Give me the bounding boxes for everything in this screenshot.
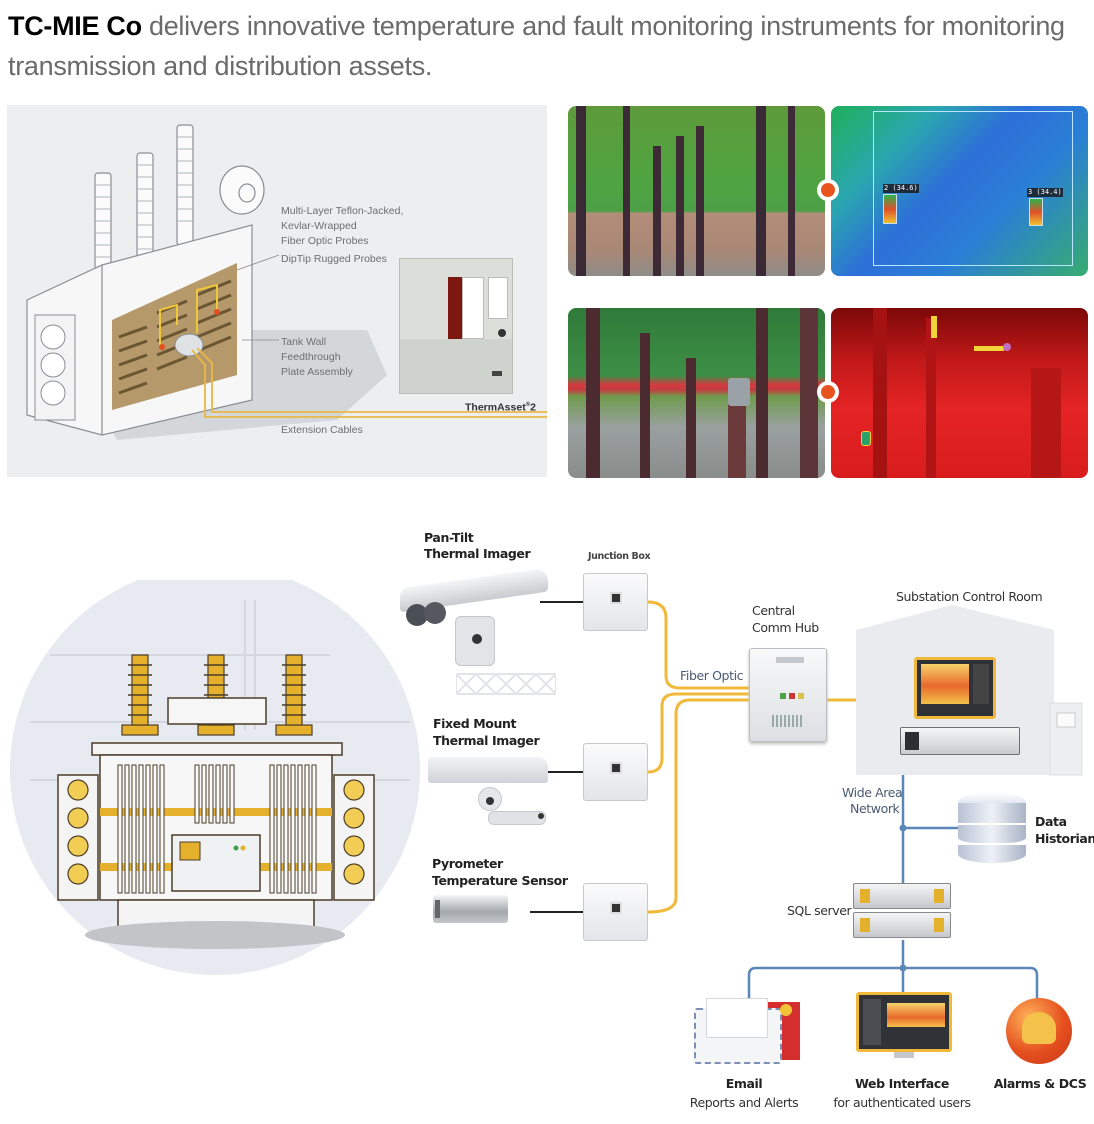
- junction-box-2: [583, 743, 648, 801]
- thermal-image-bottom: [831, 308, 1088, 478]
- junction-box-1: [583, 573, 648, 631]
- output-email-title: Email: [725, 1076, 763, 1091]
- label-sql-server: SQL server: [787, 903, 852, 918]
- label-historian-1: Data: [1035, 814, 1067, 829]
- label-fixed-mount-1: Fixed Mount: [433, 716, 517, 731]
- junction-box-3: [583, 883, 648, 941]
- conservator: [167, 697, 267, 725]
- fixed-mount-camera: [428, 755, 553, 830]
- label-pyrometer-2: Temperature Sensor: [432, 873, 568, 888]
- label-pan-tilt-1: Pan-Tilt: [424, 530, 474, 545]
- comparison-marker-bottom: [817, 381, 839, 403]
- sql-server-rack: [853, 883, 951, 939]
- comparison-marker-top: [817, 179, 839, 201]
- callout-probes-2: Kevlar-Wrapped: [281, 220, 357, 232]
- hotspot-2: [883, 194, 897, 224]
- transformer-cutaway-panel: Multi-Layer Teflon-Jacked, Kevlar-Wrappe…: [7, 105, 547, 477]
- callout-tank-2: Feedthrough: [281, 351, 341, 363]
- alarm-bell-icon: [1006, 998, 1072, 1064]
- fiber-cable-pantilt: [646, 600, 750, 690]
- label-wan-2: Network: [850, 801, 900, 816]
- device-name-text: ThermAsset: [465, 401, 526, 414]
- brand-name: TC-MIE Co: [8, 11, 142, 41]
- feedthrough-plate: [174, 333, 204, 357]
- callout-probes-1: Multi-Layer Teflon-Jacked,: [281, 205, 404, 217]
- device-reg-mark: ®: [525, 402, 531, 408]
- serial-port: [492, 371, 502, 376]
- gravel-base: [85, 921, 345, 949]
- pyrometer-sensor: [433, 895, 513, 925]
- thermal-image-top: 2 (34.6) 3 (34.4): [831, 106, 1088, 276]
- conservator-tank: [219, 165, 265, 215]
- lattice-mount: [456, 672, 556, 696]
- cutaway-illustration: [26, 124, 547, 440]
- probe-tip: [214, 309, 220, 315]
- label-control-room: Substation Control Room: [896, 589, 1043, 604]
- label-comm-hub-1: Central: [752, 603, 795, 618]
- label-pan-tilt-2: Thermal Imager: [424, 546, 531, 561]
- callout-tank-1: Tank Wall: [281, 336, 327, 348]
- central-comm-hub: [749, 648, 827, 742]
- label-junction-box: Junction Box: [588, 551, 651, 562]
- radiator-fans: [34, 314, 76, 421]
- fiber-cable-fixed: [646, 692, 750, 774]
- thermal-tag-2: 2 (34.6): [883, 184, 919, 193]
- output-web-subtitle: for authenticated users: [833, 1095, 971, 1110]
- workstation-monitor: [914, 657, 996, 719]
- data-historian-db: [958, 792, 1026, 866]
- substation-photo-top: [568, 106, 825, 276]
- callout-tank-3: Plate Assembly: [281, 366, 353, 378]
- label-pyrometer-1: Pyrometer: [432, 856, 503, 871]
- network-node: [899, 964, 907, 972]
- cabinet-meter: [179, 841, 201, 861]
- relay-panel: [488, 277, 508, 319]
- output-email-subtitle: Reports and Alerts: [689, 1095, 799, 1110]
- fiber-cable-pyrometer: [646, 698, 750, 914]
- thermasset-device: [399, 258, 513, 394]
- label-fixed-mount-2: Thermal Imager: [433, 733, 540, 748]
- substation-photo-bottom: [568, 308, 825, 478]
- hotspot-3: [1029, 198, 1043, 226]
- transformer-illustration: [10, 580, 420, 975]
- hotspot-clamp: [931, 316, 937, 338]
- network-lines: [747, 755, 1039, 998]
- headline: TC-MIE Co delivers innovative temperatur…: [8, 6, 1094, 86]
- connector-port: [498, 329, 506, 337]
- channel-values: [462, 277, 484, 339]
- output-alarms-title: Alarms & DCS: [993, 1076, 1087, 1091]
- probe-tip: [159, 344, 165, 350]
- label-wan-1: Wide Area: [842, 785, 903, 800]
- device-name-suffix: 2: [530, 401, 536, 414]
- output-web-title: Web Interface: [855, 1076, 949, 1091]
- bushings: [94, 124, 194, 294]
- transformer-body: [57, 654, 375, 929]
- email-icon: [694, 992, 804, 1064]
- callout-probes-3: Fiber Optic Probes: [281, 235, 369, 247]
- pan-tilt-camera: [400, 566, 550, 676]
- tagline: delivers innovative temperature and faul…: [8, 11, 1065, 81]
- thermal-tag-3: 3 (34.4): [1027, 188, 1063, 197]
- web-interface-icon: [856, 992, 952, 1060]
- hotspot-cool: [861, 431, 871, 446]
- device-name: ThermAsset®2: [465, 398, 536, 416]
- hotspot-connector: [974, 346, 1004, 351]
- channel-display: [448, 277, 462, 339]
- extension-cable: [191, 349, 547, 418]
- label-fiber-optic: Fiber Optic: [680, 668, 744, 683]
- callout-cables: Extension Cables: [281, 424, 363, 436]
- label-comm-hub-2: Comm Hub: [752, 620, 819, 635]
- network-node: [899, 824, 907, 832]
- callout-diptip: DipTip Rugged Probes: [281, 253, 387, 265]
- label-historian-2: Historian: [1035, 831, 1094, 846]
- workstation-cpu: [900, 727, 1020, 755]
